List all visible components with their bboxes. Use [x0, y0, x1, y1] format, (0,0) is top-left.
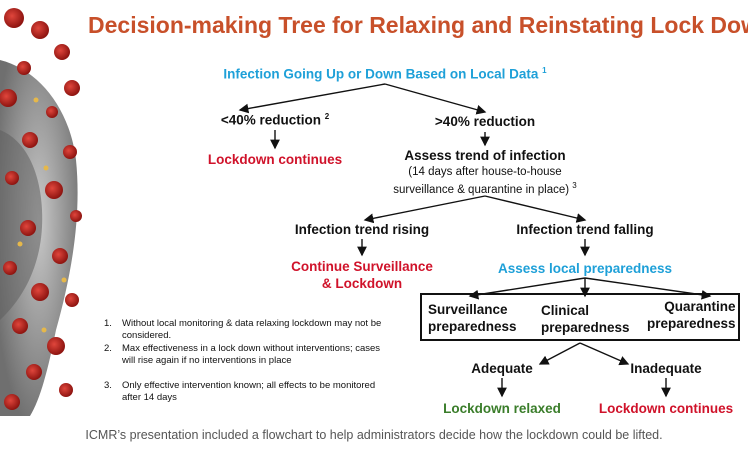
assess-trend-label: Assess trend of infection	[404, 148, 566, 163]
adequate-label: Adequate	[471, 361, 533, 376]
preparedness-surveillance: Surveillance preparedness	[428, 301, 517, 335]
footnote-1-num: 1.	[104, 318, 112, 329]
footnote-3: 3. Only effective intervention known; al…	[104, 380, 389, 403]
falling-label: Infection trend falling	[516, 222, 654, 237]
preparedness-clinical-line1: Clinical	[541, 303, 590, 318]
preparedness-surveillance-line2: preparedness	[428, 319, 517, 334]
assess-note-ref: 3	[572, 181, 577, 190]
rising-label: Infection trend rising	[294, 222, 430, 237]
footnote-2: 2. Max effectiveness in a lock down with…	[104, 343, 389, 366]
adequate-outcome: Lockdown relaxed	[443, 401, 561, 416]
assess-trend-detail-2: surveillance & quarantine in place)	[393, 183, 570, 196]
coronavirus-image	[0, 0, 82, 416]
rising-outcome-2: & Lockdown	[321, 276, 403, 291]
left-branch-label: <40% reduction	[220, 112, 321, 128]
falling-outcome: Assess local preparedness	[497, 261, 673, 276]
inadequate-outcome: Lockdown continues	[598, 401, 734, 416]
caption: ICMR’s presentation included a flowchart…	[85, 428, 663, 442]
inadequate-label: Inadequate	[630, 361, 702, 376]
footnote-2-num: 2.	[104, 343, 112, 354]
rising-outcome-1: Continue Surveillance	[291, 259, 433, 274]
page-title: Decision-making Tree for Relaxing and Re…	[88, 12, 748, 38]
preparedness-quarantine: Quarantine preparedness	[647, 298, 736, 332]
preparedness-quarantine-line2: preparedness	[647, 316, 736, 331]
footnote-1: 1. Without local monitoring & data relax…	[104, 318, 404, 341]
preparedness-clinical: Clinical preparedness	[541, 302, 630, 336]
left-outcome: Lockdown continues	[207, 152, 343, 167]
footnote-3-text: Only effective intervention known; all e…	[122, 380, 376, 403]
preparedness-quarantine-line1: Quarantine	[664, 299, 736, 314]
slide: Decision-making Tree for Relaxing and Re…	[0, 0, 748, 416]
assess-trend-detail-1: (14 days after house-to-house	[408, 166, 562, 178]
preparedness-clinical-line2: preparedness	[541, 320, 630, 335]
left-branch-note-ref: 2	[324, 112, 330, 121]
right-branch-label: >40% reduction	[434, 114, 536, 129]
footnote-3-num: 3.	[104, 380, 112, 391]
left-branch-node: <40% reduction 2	[221, 112, 329, 128]
preparedness-box	[420, 293, 740, 341]
assess-trend-detail-2-wrap: surveillance & quarantine in place) 3	[393, 179, 576, 197]
root-node: Infection Going Up or Down Based on Loca…	[223, 66, 546, 82]
footnote-1-text: Without local monitoring & data relaxing…	[122, 318, 382, 341]
footnote-2-text: Max effectiveness in a lock down without…	[122, 343, 381, 366]
root-label: Infection Going Up or Down Based on Loca…	[223, 66, 539, 82]
root-note-ref: 1	[542, 66, 547, 75]
preparedness-surveillance-line1: Surveillance	[428, 302, 508, 317]
